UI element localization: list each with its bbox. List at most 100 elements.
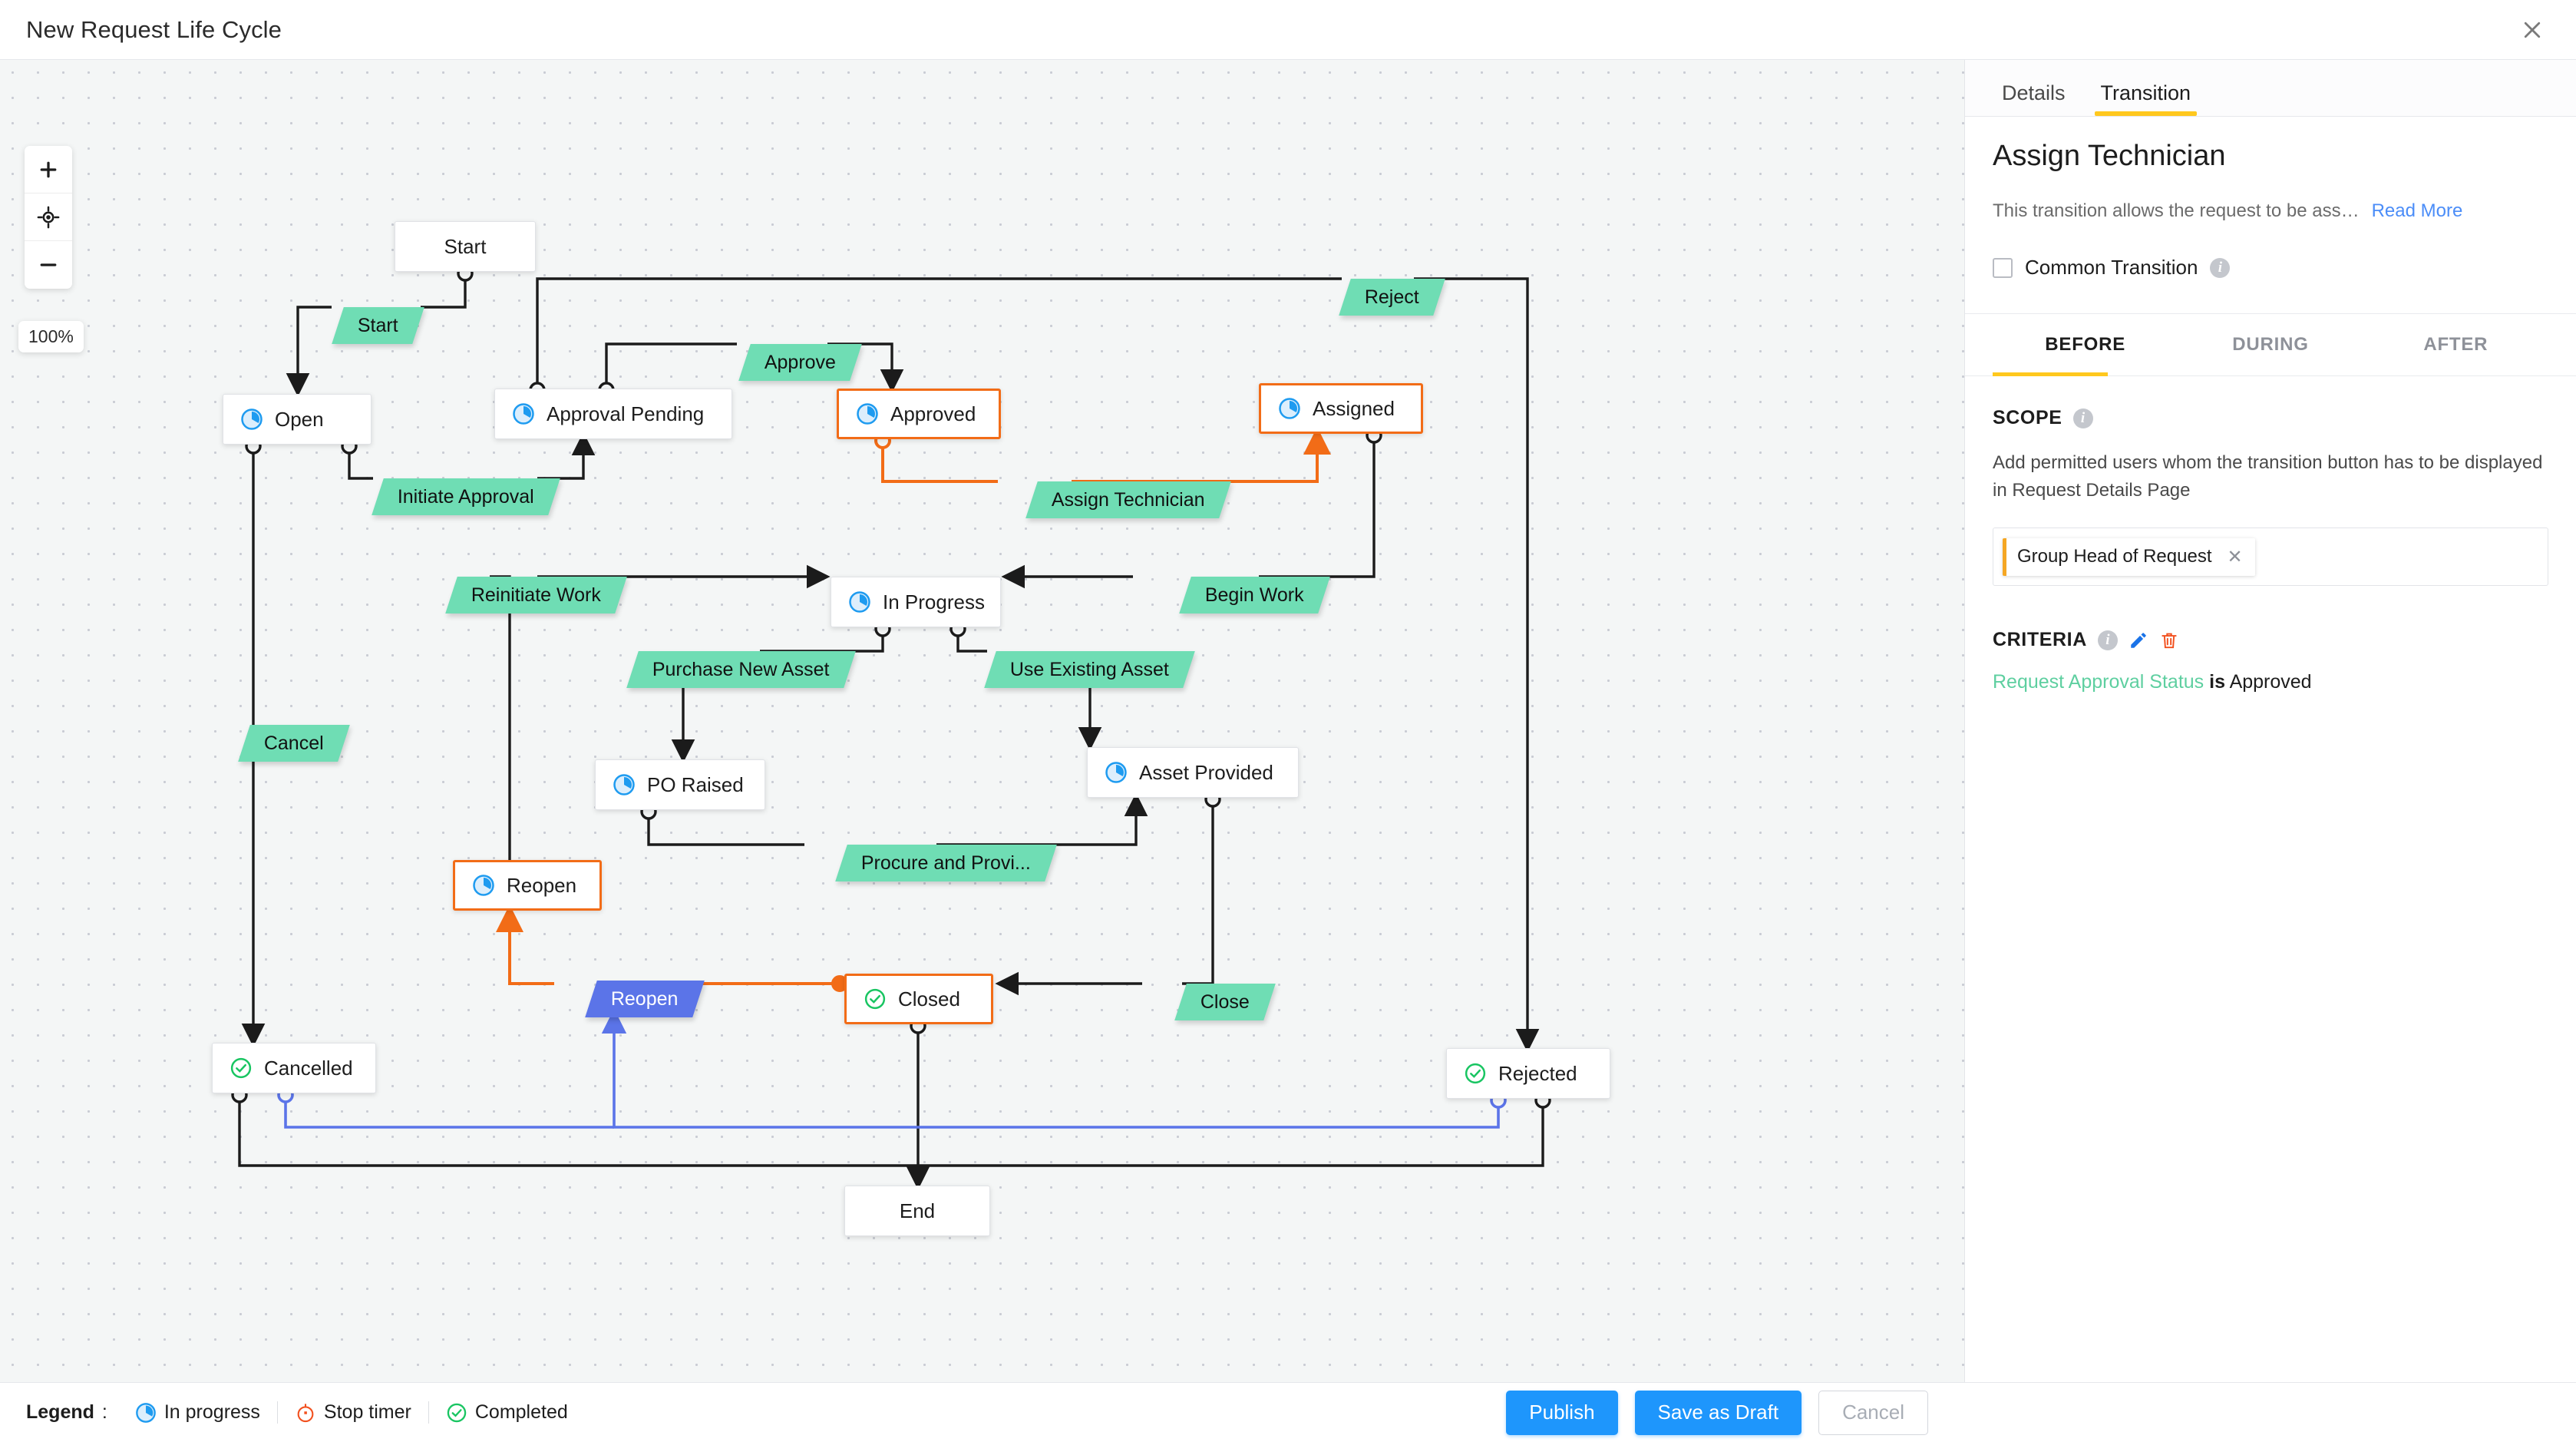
page-title: New Request Life Cycle	[26, 15, 282, 43]
stopwatch-icon	[297, 1403, 314, 1422]
transition-details-panel: Details Transition Assign Technician Thi…	[1965, 60, 2576, 1382]
workflow-node-closed[interactable]: Closed	[844, 974, 993, 1024]
panel-tab-list: Details Transition	[1965, 60, 2576, 117]
node-label: Approval Pending	[547, 402, 705, 425]
read-more-link[interactable]: Read More	[2371, 200, 2463, 221]
legend-label: In progress	[163, 1401, 260, 1423]
criteria-title: CRITERIA	[1993, 629, 2087, 650]
workflow-node-po-raised[interactable]: PO Raised	[595, 759, 765, 810]
node-label: Reopen	[507, 873, 577, 897]
transition-label: Reopen	[611, 987, 679, 1010]
close-icon[interactable]	[2515, 12, 2550, 48]
scope-header: SCOPE i	[1993, 407, 2548, 429]
workflow-transition-reject[interactable]: Reject	[1339, 279, 1445, 316]
clock-in-progress-icon	[613, 773, 636, 796]
clock-in-progress-icon	[856, 402, 879, 425]
publish-button[interactable]: Publish	[1506, 1390, 1618, 1435]
scope-description: Add permitted users whom the transition …	[1993, 452, 2543, 501]
clock-in-progress-icon	[136, 1402, 156, 1423]
transition-label: Cancel	[264, 732, 324, 754]
workflow-node-rejected[interactable]: Rejected	[1446, 1048, 1610, 1099]
tab-transition[interactable]: Transition	[2092, 81, 2201, 116]
transition-label: Start	[358, 314, 398, 336]
workflow-transition-assign-technician[interactable]: Assign Technician	[1025, 481, 1231, 518]
transition-label: Procure and Provi...	[861, 852, 1031, 874]
legend-item-stop-timer: Stop timer	[278, 1401, 429, 1424]
close-small-icon[interactable]: ✕	[2227, 546, 2243, 567]
clock-in-progress-icon	[1105, 761, 1128, 784]
legend-title: Legend	[26, 1401, 94, 1423]
trash-icon[interactable]	[2159, 630, 2179, 650]
workflow-transition-cancel[interactable]: Cancel	[238, 725, 350, 762]
workflow-transition-use-existing[interactable]: Use Existing Asset	[984, 651, 1195, 688]
legend: Legend : In progress Stop timer Complete…	[26, 1401, 585, 1424]
page-header: New Request Life Cycle	[0, 0, 2576, 60]
workflow-transition-close[interactable]: Close	[1174, 984, 1276, 1020]
clock-in-progress-icon	[512, 402, 535, 425]
workflow-node-open[interactable]: Open	[223, 394, 372, 445]
workflow-transition-approve[interactable]: Approve	[738, 344, 862, 381]
footer-buttons: Publish Save as Draft Cancel	[1506, 1390, 2550, 1435]
tab-before[interactable]: BEFORE	[1993, 314, 2178, 376]
node-label: Cancelled	[264, 1056, 353, 1080]
workflow-node-start[interactable]: Start	[395, 221, 536, 272]
workflow-transition-begin-work[interactable]: Begin Work	[1179, 577, 1330, 614]
node-label: PO Raised	[647, 772, 744, 796]
workflow-node-reopen[interactable]: Reopen	[453, 860, 602, 911]
common-transition-checkbox[interactable]	[1993, 257, 2013, 278]
scope-input[interactable]: Group Head of Request ✕	[1993, 528, 2548, 586]
info-icon[interactable]: i	[2210, 257, 2231, 278]
info-icon[interactable]: i	[2072, 408, 2093, 428]
workflow-node-asset-provided[interactable]: Asset Provided	[1087, 747, 1299, 798]
workflow-transition-initiate-approval[interactable]: Initiate Approval	[372, 478, 560, 515]
transition-label: Assign Technician	[1052, 488, 1205, 511]
workflow-node-cancelled[interactable]: Cancelled	[212, 1043, 376, 1093]
node-label: End	[899, 1199, 936, 1222]
node-label: Assigned	[1313, 396, 1395, 420]
scope-chip[interactable]: Group Head of Request ✕	[2003, 537, 2255, 576]
transition-label: Approve	[765, 351, 837, 373]
cancel-button[interactable]: Cancel	[1818, 1390, 1928, 1435]
transition-label: Use Existing Asset	[1010, 658, 1170, 680]
workflow-transition-procure-provide[interactable]: Procure and Provi...	[835, 845, 1057, 881]
workflow-node-approved[interactable]: Approved	[837, 389, 1001, 439]
zoom-controls[interactable]	[25, 146, 72, 289]
criteria-operator: is	[2209, 671, 2225, 693]
workflow-node-approval-pending[interactable]: Approval Pending	[494, 389, 732, 439]
clock-in-progress-icon	[240, 408, 263, 431]
transition-label: Close	[1200, 991, 1250, 1013]
workflow-node-assigned[interactable]: Assigned	[1259, 383, 1423, 434]
workflow-node-end[interactable]: End	[844, 1186, 990, 1236]
criteria-value: Approved	[2229, 671, 2312, 693]
criteria-header: CRITERIA i	[1993, 629, 2548, 651]
info-icon[interactable]: i	[2097, 630, 2118, 650]
workflow-transition-reinitiate-work[interactable]: Reinitiate Work	[445, 577, 627, 614]
transition-label: Purchase New Asset	[652, 658, 830, 680]
tab-during[interactable]: DURING	[2232, 334, 2309, 355]
workflow-node-in-progress[interactable]: In Progress	[831, 577, 1001, 627]
target-icon[interactable]	[25, 193, 72, 241]
common-transition-label: Common Transition	[2025, 256, 2198, 279]
check-circle-icon	[1464, 1062, 1487, 1085]
minus-icon[interactable]	[25, 241, 72, 289]
workflow-transition-start-t[interactable]: Start	[332, 307, 424, 344]
tab-after[interactable]: AFTER	[2423, 334, 2488, 355]
legend-label: Stop timer	[323, 1401, 411, 1423]
plus-icon[interactable]	[25, 146, 72, 193]
node-label: Approved	[890, 402, 976, 425]
workflow-transition-reopen-t[interactable]: Reopen	[585, 981, 705, 1017]
legend-separator: :	[101, 1401, 107, 1423]
panel-body: Assign Technician This transition allows…	[1965, 117, 2576, 1382]
workflow-transition-purchase-new[interactable]: Purchase New Asset	[626, 651, 856, 688]
pencil-icon[interactable]	[2129, 630, 2148, 650]
check-circle-icon	[864, 987, 887, 1010]
tab-details[interactable]: Details	[2002, 81, 2066, 104]
phase-tab-list: BEFORE DURING AFTER	[1965, 313, 2576, 376]
save-as-draft-button[interactable]: Save as Draft	[1634, 1390, 1802, 1435]
node-label: Closed	[898, 987, 960, 1010]
transition-title: Assign Technician	[1993, 140, 2226, 172]
transition-label: Begin Work	[1205, 584, 1304, 606]
